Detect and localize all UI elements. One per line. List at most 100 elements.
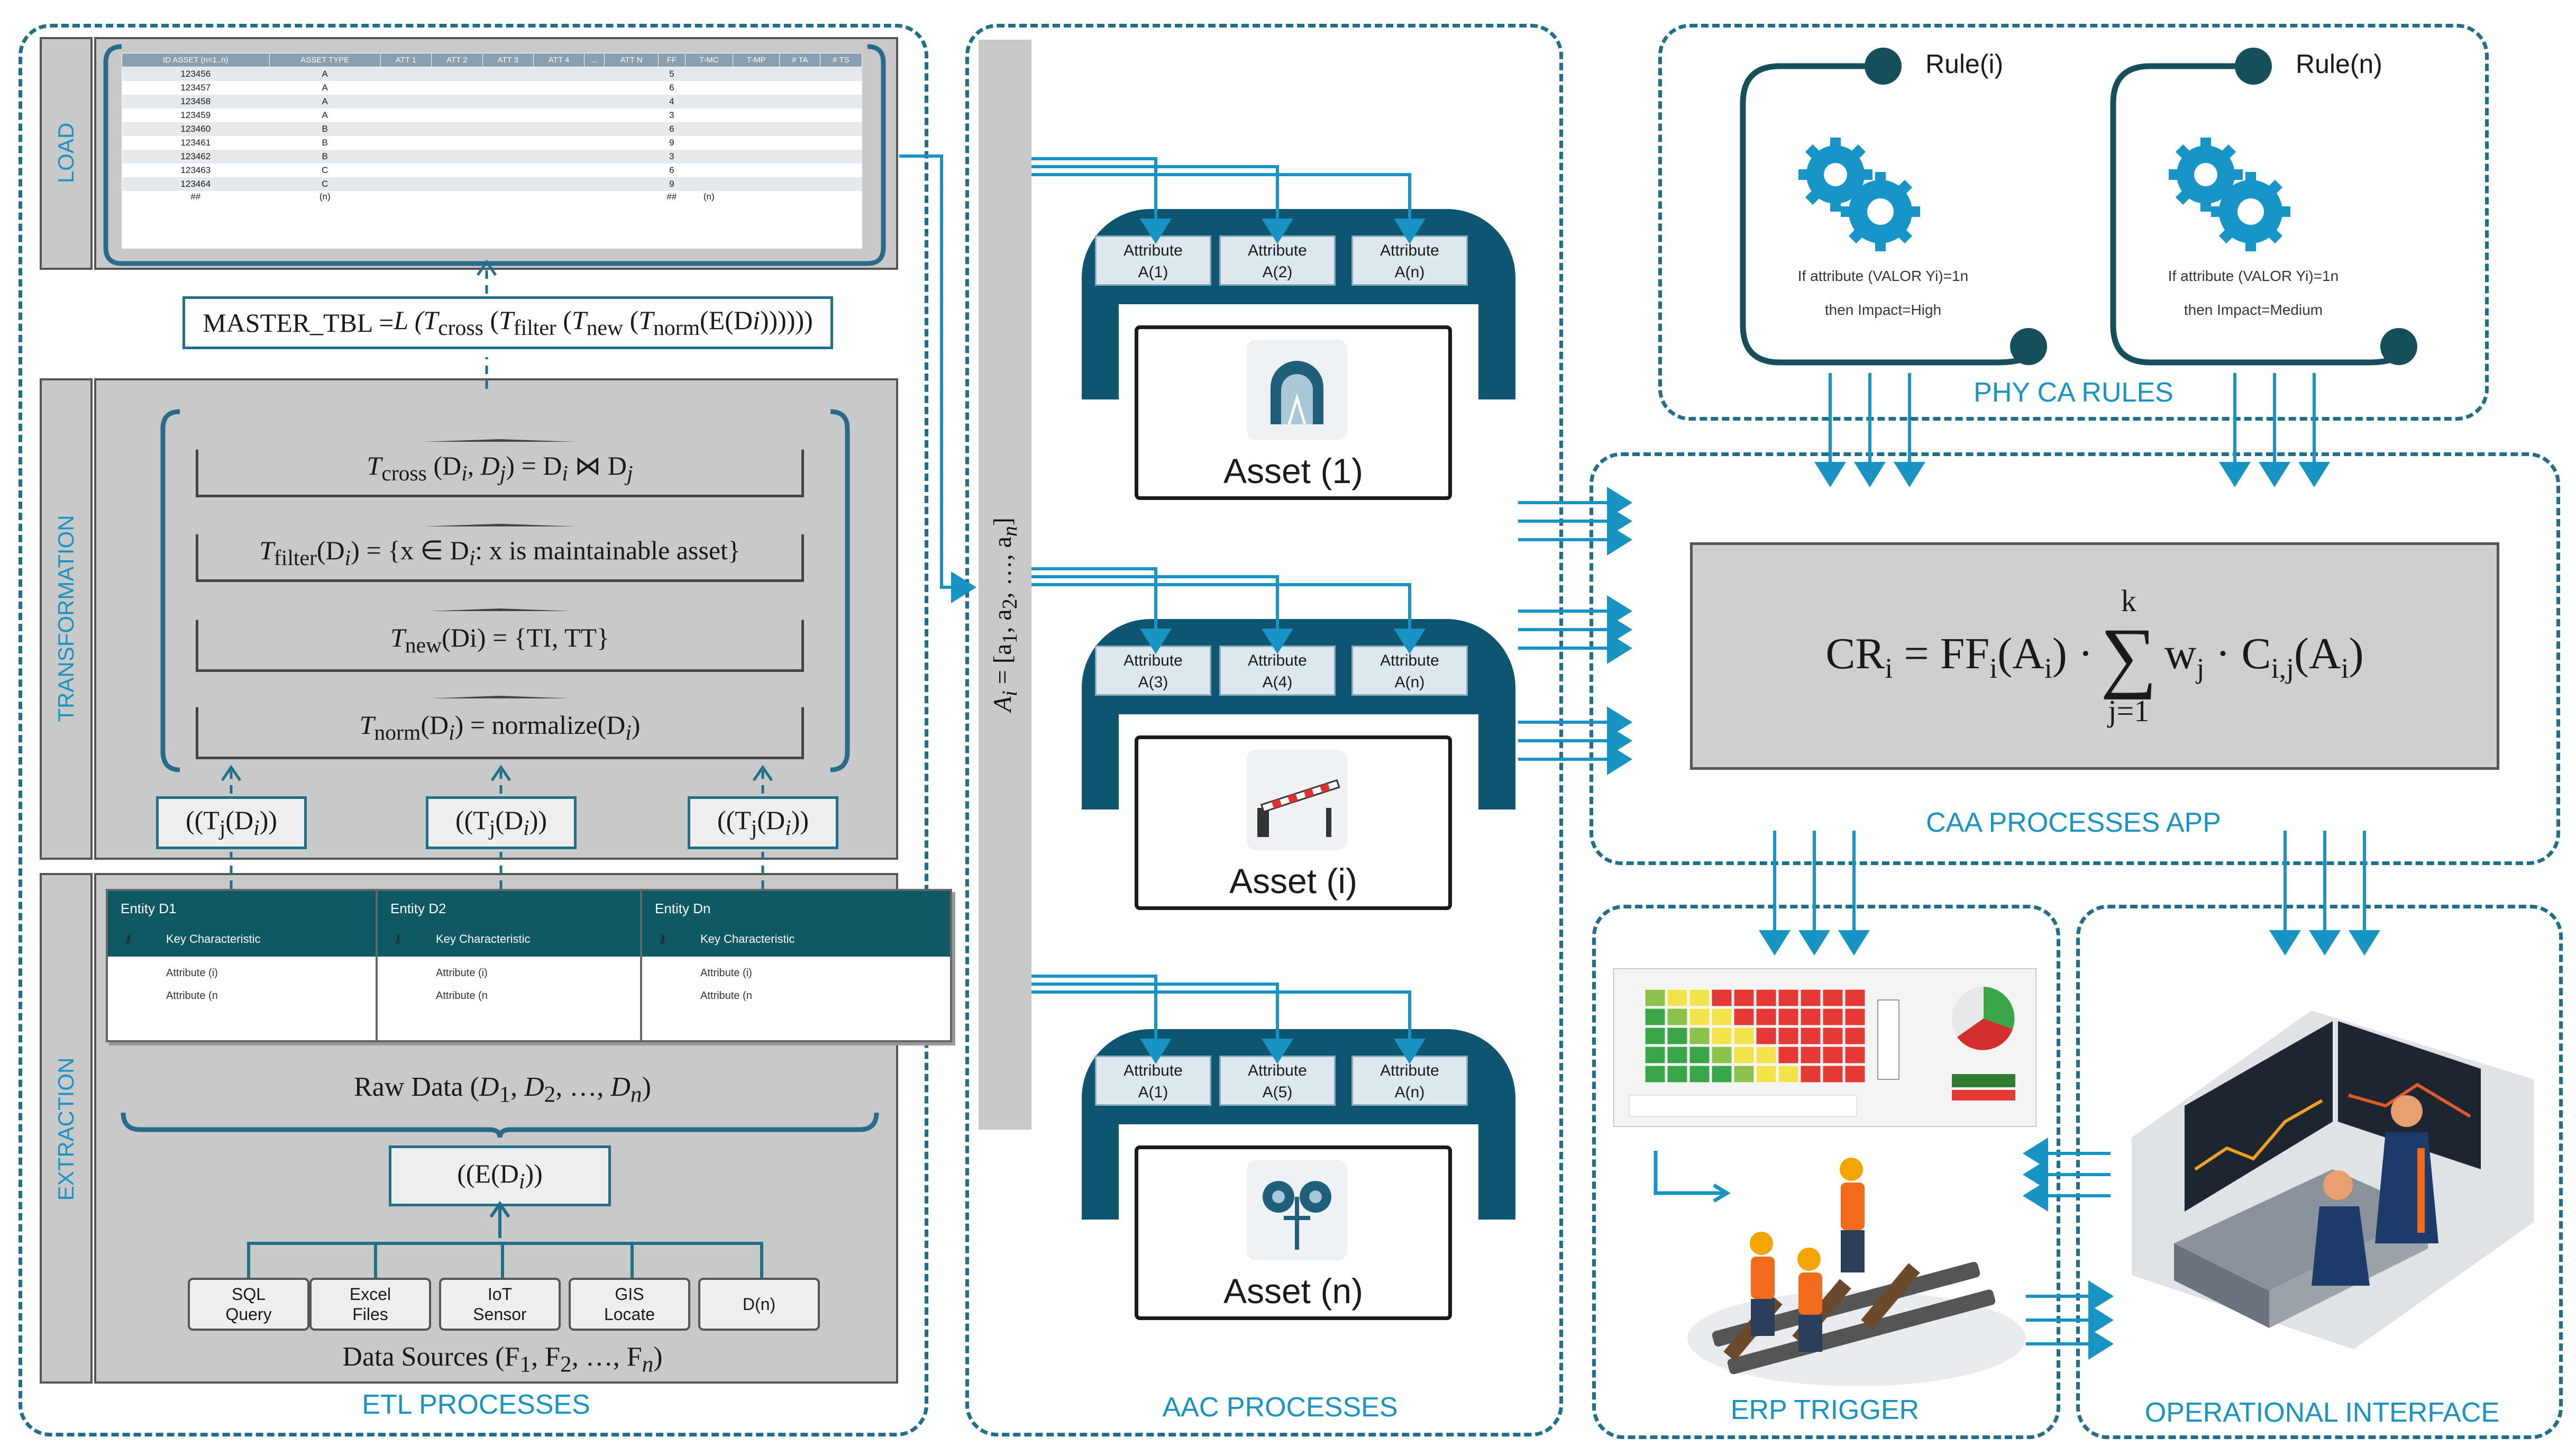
table-row: 123458 A 4 bbox=[122, 95, 862, 108]
table-row: 123463 C 6 bbox=[122, 163, 862, 177]
asset-1-box[interactable]: Asset (1) bbox=[1135, 325, 1452, 500]
operational-interface-title: OPERATIONAL INTERFACE bbox=[2144, 1397, 2500, 1428]
tj-formula: ((Tj(Di)) bbox=[455, 805, 547, 840]
extraction-band-label bbox=[40, 873, 93, 1384]
phy-ca-rules-title: PHY CA RULES bbox=[1974, 377, 2173, 408]
extract-function-box: ((E(Di)) bbox=[389, 1145, 611, 1206]
etl-section-title: ETL PROCESSES bbox=[362, 1389, 590, 1420]
table-cell-id: 123457 bbox=[180, 83, 211, 93]
table-cell-ff: 6 bbox=[669, 83, 674, 93]
master-table-header[interactable]: ... bbox=[584, 53, 605, 67]
load-bracket bbox=[103, 44, 886, 266]
raw-data-label: Raw Data (D1, D2, …, Dn) bbox=[354, 1072, 651, 1107]
entity-key: ⚷Key Characteristic bbox=[642, 925, 950, 957]
table-cell-id: 123464 bbox=[180, 179, 211, 189]
master-table-header[interactable]: ATT 2 bbox=[431, 53, 483, 67]
entity-attr: Attribute (n bbox=[436, 990, 488, 1002]
rule-start-node bbox=[2235, 48, 2272, 85]
master-table-header[interactable]: ATT 1 bbox=[380, 53, 432, 67]
master-table-header[interactable]: ATT 3 bbox=[482, 53, 534, 67]
f-cross: cross bbox=[438, 316, 483, 340]
caa-section-title: CAA PROCESSES APP bbox=[1926, 807, 2221, 838]
table-row: ##(n)##(n) bbox=[122, 191, 862, 203]
table-row: 123457 A 6 bbox=[122, 81, 862, 95]
asset-n-label: Asset (n) bbox=[1223, 1271, 1364, 1311]
table-cell-ff: 6 bbox=[669, 165, 674, 175]
table-cell-id: 123458 bbox=[180, 96, 211, 106]
asset-i-box[interactable]: Asset (i) bbox=[1135, 735, 1452, 910]
master-table-header[interactable]: ID ASSET (n=1..n) bbox=[122, 53, 270, 67]
master-table-header[interactable]: FF bbox=[658, 53, 686, 67]
master-formula-rhs: L (Tcross (Tfilter (Tnew (Tnorm(E(Di))))… bbox=[394, 305, 813, 340]
master-table-header[interactable]: T-MP bbox=[732, 53, 780, 67]
table-cell-ff: 9 bbox=[669, 138, 674, 148]
f-norm: norm bbox=[653, 316, 700, 340]
tj-formula: ((Tj(Di)) bbox=[717, 805, 809, 840]
data-sources-label: Data Sources (F1, F2, …, Fn) bbox=[342, 1342, 663, 1377]
table-cell-type: A bbox=[322, 96, 328, 106]
table-cell-last: ## bbox=[190, 192, 201, 202]
master-table-header[interactable]: ATT N bbox=[604, 53, 659, 67]
table-cell-type: B bbox=[322, 138, 328, 148]
table-cell-ff: 6 bbox=[669, 124, 674, 134]
asset-i-label: Asset (i) bbox=[1229, 861, 1358, 901]
table-cell-type: A bbox=[322, 83, 328, 93]
table-cell-ff: 4 bbox=[669, 96, 674, 106]
entity-attr: Attribute (i) bbox=[166, 967, 218, 979]
source-box[interactable]: D(n) bbox=[698, 1278, 820, 1331]
rule-end-node bbox=[2010, 328, 2047, 365]
table-cell-ff: 5 bbox=[669, 69, 674, 79]
rule-end-node bbox=[2380, 328, 2417, 365]
master-formula: MASTER_TBL = L (Tcross (Tfilter (Tnew (T… bbox=[182, 296, 833, 349]
master-table-header[interactable]: T-MC bbox=[684, 53, 733, 67]
cr-formula-box bbox=[1690, 542, 2499, 770]
etl-dashed-arrows bbox=[221, 259, 773, 889]
tj-box-2: ((Tj(Di)) bbox=[426, 796, 577, 849]
sources-tree bbox=[247, 1201, 763, 1278]
erp-small-arrow-icon bbox=[1654, 1151, 1731, 1203]
t-filter-formula: Tfilter(Di) = {x ∈ Di: x is maintainable… bbox=[259, 535, 741, 570]
erp-trigger-section bbox=[1592, 905, 2060, 1439]
attribute-vector-bar bbox=[979, 40, 1031, 1130]
master-formula-lhs: MASTER_TBL = bbox=[203, 308, 394, 338]
table-cell-type: B bbox=[322, 151, 328, 161]
master-table-header[interactable]: # TS bbox=[819, 53, 863, 67]
asset-n-box[interactable]: Asset (n) bbox=[1135, 1145, 1452, 1320]
table-cell-last: (n) bbox=[319, 192, 331, 202]
barrier-gate-icon bbox=[1247, 750, 1347, 850]
f-new: new bbox=[586, 316, 624, 340]
table-cell-ff: 3 bbox=[669, 151, 674, 161]
master-table-header[interactable]: ASSET TYPE bbox=[269, 53, 381, 67]
master-table-header[interactable]: ATT 4 bbox=[533, 53, 585, 67]
t-cross-box: Tcross (Di, Dj) = Di ⋈ Dj bbox=[196, 439, 804, 497]
t-filter-box: Tfilter(Di) = {x ∈ Di: x is maintainable… bbox=[196, 524, 804, 582]
t-norm-formula: Tnorm(Di) = normalize(Di) bbox=[359, 710, 641, 745]
tj-box-3: ((Tj(Di)) bbox=[688, 796, 838, 849]
caa-section bbox=[1590, 452, 2560, 865]
gears-icon bbox=[2169, 138, 2290, 251]
aac-section bbox=[965, 24, 1563, 1436]
rule-name: Rule(i) bbox=[1925, 49, 2004, 79]
table-cell-id: 123459 bbox=[180, 110, 211, 120]
phy-ca-rules-section bbox=[1658, 24, 2489, 421]
entity-key: ⚷Key Characteristic bbox=[108, 925, 416, 957]
t-norm-box: Tnorm(Di) = normalize(Di) bbox=[196, 696, 804, 759]
table-cell-id: 123456 bbox=[180, 69, 211, 79]
operational-interface-section bbox=[2076, 905, 2563, 1439]
t-new-box: Tnew(Di) = {TI, TT} bbox=[196, 608, 804, 672]
erp-trigger-title: ERP TRIGGER bbox=[1730, 1395, 1920, 1425]
table-cell-type: C bbox=[322, 165, 328, 175]
table-cell-id: 123462 bbox=[180, 151, 211, 161]
table-cell-id: 123463 bbox=[180, 165, 211, 175]
transformation-band-label bbox=[40, 378, 93, 860]
